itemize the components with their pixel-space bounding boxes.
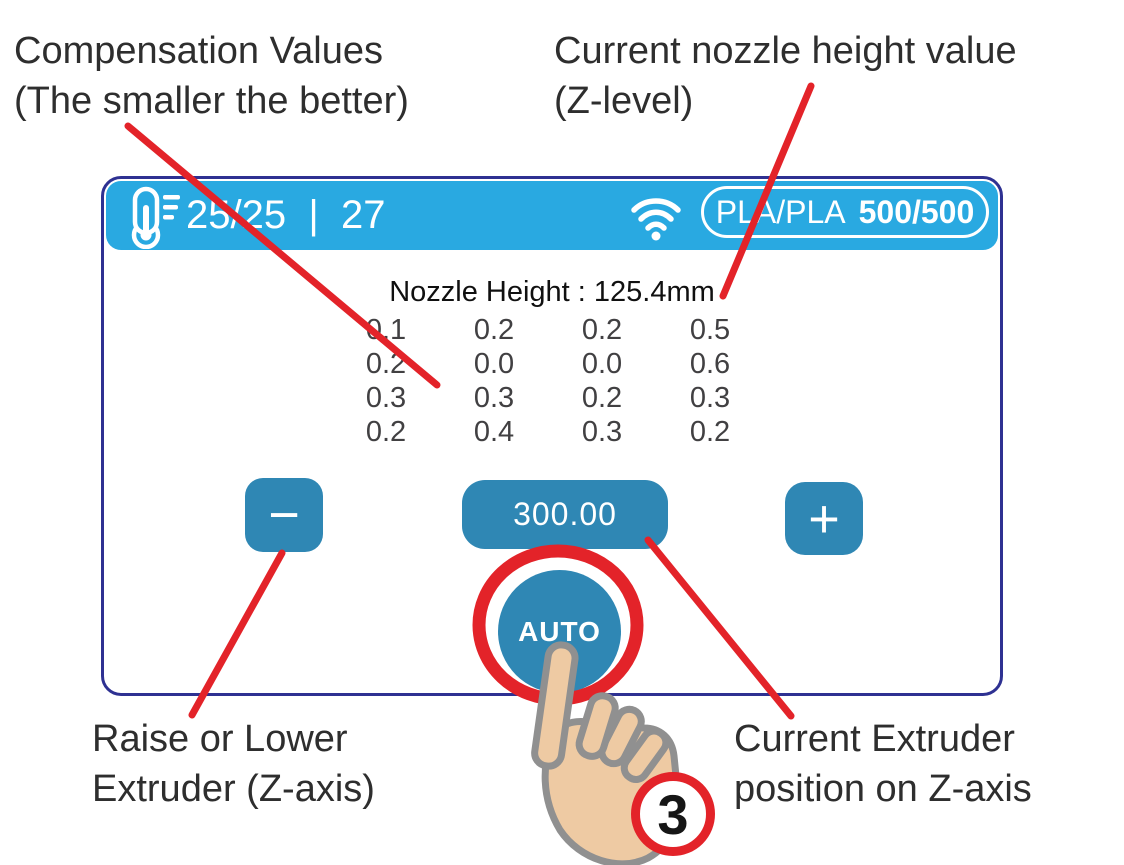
- printer-touchscreen: 25/25 | 27 PLA/PLA 500/500 Nozzle Height…: [101, 176, 1003, 696]
- annotation-extruder-position: Current Extruder position on Z-axis: [734, 714, 1032, 814]
- z-position-value-button[interactable]: 300.00: [462, 480, 668, 549]
- annotation-nozzle-height: Current nozzle height value (Z-level): [554, 26, 1017, 126]
- grid-cell: 0.2: [365, 347, 407, 380]
- annotation-line-2: Extruder (Z-axis): [92, 768, 375, 810]
- grid-cell: 0.3: [581, 415, 623, 448]
- grid-cell: 0.2: [365, 415, 407, 448]
- annotation-line-2: (Z-level): [554, 80, 694, 122]
- grid-cell: 0.1: [365, 313, 407, 346]
- annotation-line-1: Raise or Lower: [92, 718, 348, 760]
- grid-cell: 0.2: [581, 313, 623, 346]
- grid-cell: 0.2: [581, 381, 623, 414]
- grid-cell: 0.0: [473, 347, 515, 380]
- filament-status-box: PLA/PLA 500/500: [701, 186, 989, 238]
- wifi-icon: [631, 198, 681, 241]
- filament-type-label: PLA/PLA: [715, 193, 846, 230]
- auto-level-button[interactable]: AUTO: [498, 570, 621, 693]
- grid-cell: 0.0: [581, 347, 623, 380]
- annotation-raise-lower: Raise or Lower Extruder (Z-axis): [92, 714, 375, 814]
- grid-cell: 0.5: [689, 313, 731, 346]
- grid-cell: 0.2: [689, 415, 731, 448]
- hand-finger: [598, 705, 645, 768]
- nozzle-height-readout: Nozzle Height : 125.4mm: [389, 276, 715, 308]
- grid-cell: 0.4: [473, 415, 515, 448]
- compensation-values-grid: 0.1 0.2 0.2 0.5 0.2 0.0 0.0 0.6 0.3 0.3 …: [332, 313, 764, 449]
- annotation-line-2: position on Z-axis: [734, 768, 1032, 810]
- filament-amount-value: 500/500: [858, 193, 975, 230]
- annotation-line-1: Compensation Values: [14, 30, 383, 72]
- z-down-button[interactable]: −: [245, 478, 323, 552]
- annotation-line-1: Current nozzle height value: [554, 30, 1017, 72]
- step-number-badge: 3: [631, 772, 715, 856]
- annotation-line-1: Current Extruder: [734, 718, 1015, 760]
- annotation-line-2: (The smaller the better): [14, 80, 409, 122]
- grid-cell: 0.3: [689, 381, 731, 414]
- z-up-button[interactable]: +: [785, 482, 863, 555]
- grid-cell: 0.2: [473, 313, 515, 346]
- hand-finger: [575, 692, 619, 760]
- temperature-readout: 25/25 | 27: [186, 193, 386, 237]
- grid-cell: 0.3: [365, 381, 407, 414]
- status-bar: 25/25 | 27 PLA/PLA 500/500: [106, 181, 998, 250]
- thermometer-icon: [131, 186, 180, 249]
- grid-cell: 0.6: [689, 347, 731, 380]
- grid-cell: 0.3: [473, 381, 515, 414]
- annotation-compensation-values: Compensation Values (The smaller the bet…: [14, 26, 409, 126]
